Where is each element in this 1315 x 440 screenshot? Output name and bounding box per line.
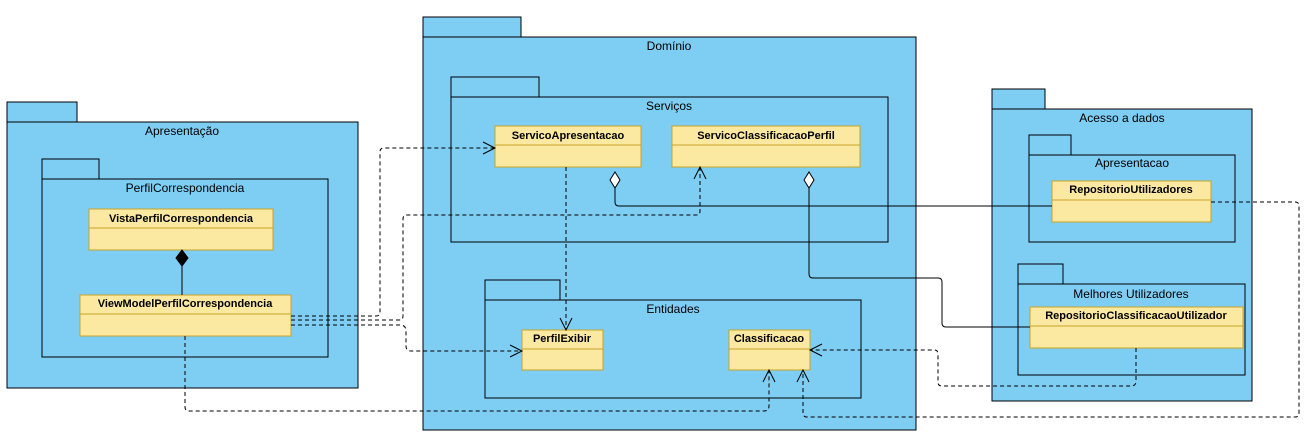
package-label: Serviços (646, 99, 692, 113)
class-vista-perfil-correspondencia[interactable]: VistaPerfilCorrespondencia (88, 208, 274, 251)
package-tab (41, 158, 100, 180)
aggregation-line (808, 188, 1030, 328)
class-body-compartment (88, 227, 274, 251)
class-body-compartment (79, 313, 292, 337)
dependency-viewmodel-servico-apresentacao[interactable] (291, 141, 497, 317)
package-label: Entidades (646, 302, 699, 316)
class-repositorio-classificacao-utilizador[interactable]: RepositorioClassificacaoUtilizador (1029, 306, 1244, 349)
dependency-line (802, 201, 1300, 418)
class-body-compartment (1029, 325, 1244, 349)
arrow-head (482, 141, 497, 155)
package-label: Domínio (647, 39, 692, 53)
class-name: ServicoApresentacao (512, 130, 625, 142)
class-name: RepositorioClassificacaoUtilizador (1045, 310, 1227, 322)
aggregation-diamond (609, 171, 621, 189)
arrow-head (693, 165, 707, 180)
class-name: PerfilExibir (533, 333, 592, 345)
class-perfil-exibir[interactable]: PerfilExibir (521, 329, 604, 371)
dependency-line (184, 336, 770, 412)
package-tab (450, 76, 540, 98)
package-label: PerfilCorrespondencia (126, 181, 245, 195)
class-viewmodel-perfil-correspondencia[interactable]: ViewModelPerfilCorrespondencia (79, 294, 292, 337)
package-servicos[interactable]: Serviços (450, 76, 889, 243)
arrow-head (796, 368, 810, 383)
aggregation-diamond (803, 171, 815, 189)
dependency-repositorio-utilizadores-classificacao[interactable] (796, 201, 1300, 418)
dependency-line (810, 348, 1137, 387)
composition-vista-viewmodel[interactable] (175, 249, 189, 295)
class-servico-apresentacao[interactable]: ServicoApresentacao (494, 125, 642, 168)
package-label: Apresentação (145, 124, 219, 138)
dependency-viewmodel-perfil-exibir[interactable] (291, 324, 524, 358)
class-name: VistaPerfilCorrespondencia (109, 213, 254, 225)
class-classificacao[interactable]: Classificacao (728, 329, 811, 371)
package-label: Apresentacao (1095, 156, 1169, 170)
package-tab (1028, 134, 1072, 156)
class-name: ViewModelPerfilCorrespondencia (98, 298, 274, 310)
class-repositorio-utilizadores[interactable]: RepositorioUtilizadores (1051, 180, 1212, 223)
package-body (450, 96, 889, 243)
aggregation-line (614, 188, 1052, 207)
aggregation-servico-apresentacao-repositorio-utilizadores[interactable] (609, 171, 1052, 207)
package-label: Melhores Utilizadores (1073, 287, 1188, 301)
class-body-compartment (1051, 199, 1212, 223)
class-body-compartment (494, 144, 642, 168)
class-name: Classificacao (734, 333, 805, 345)
class-body-compartment (728, 348, 811, 371)
class-name: ServicoClassificacaoPerfil (697, 130, 835, 142)
dependency-line (291, 147, 495, 317)
class-servico-classificacao-perfil[interactable]: ServicoClassificacaoPerfil (671, 125, 861, 168)
package-tab (6, 101, 78, 123)
arrow-head (559, 317, 573, 332)
dependency-repositorio-classificacao-classificacao[interactable] (808, 343, 1137, 387)
aggregation-servico-classificacao-repositorio-classificacao[interactable] (803, 171, 1030, 328)
dependency-servico-apresentacao-perfil-exibir[interactable] (559, 167, 573, 332)
package-tab (991, 88, 1046, 110)
package-tab (484, 279, 561, 301)
class-name: RepositorioUtilizadores (1069, 184, 1192, 196)
composition-diamond (175, 249, 189, 267)
arrow-head (509, 344, 524, 358)
package-tab (1017, 263, 1064, 285)
package-tab (422, 16, 522, 38)
dependency-viewmodel-classificacao[interactable] (184, 336, 776, 412)
arrow-head (808, 343, 823, 357)
dependency-viewmodel-servico-classificacao[interactable] (291, 165, 707, 321)
arrow-head (762, 368, 776, 383)
class-body-compartment (671, 144, 861, 168)
package-label: Acesso a dados (1079, 111, 1164, 125)
class-body-compartment (521, 348, 604, 371)
